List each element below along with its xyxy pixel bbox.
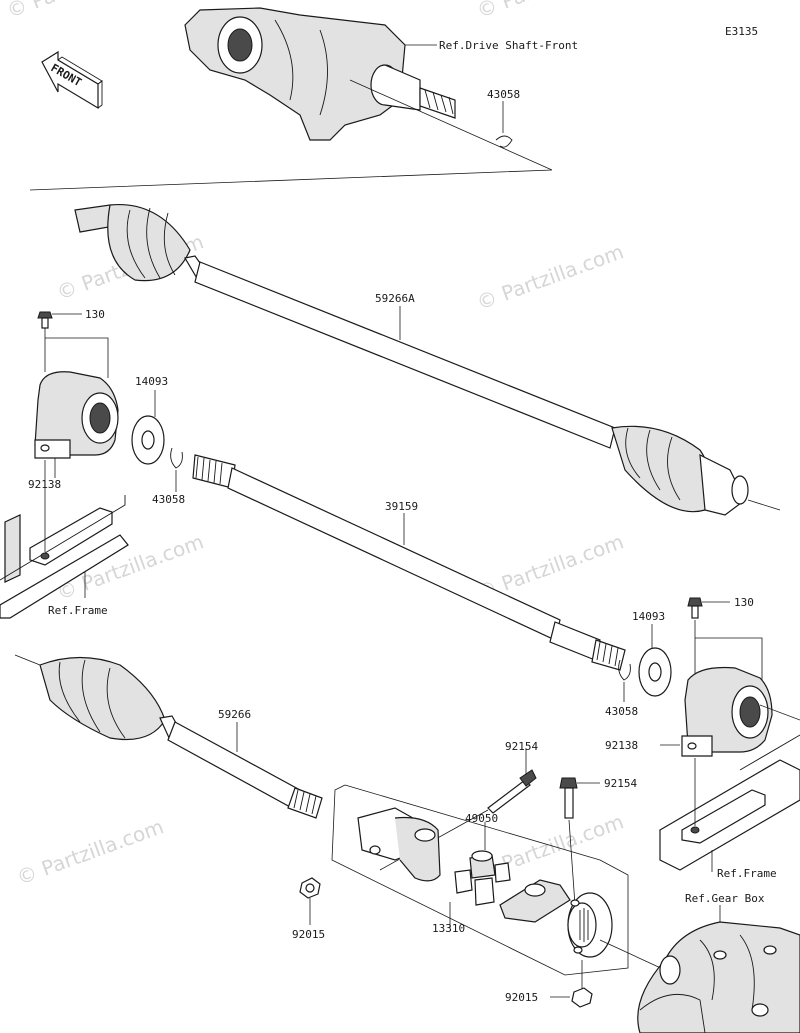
- part-number-43058-right: 43058: [605, 705, 638, 718]
- gear-box: [637, 921, 800, 1033]
- part-number-14093-right: 14093: [632, 610, 665, 623]
- part-number-92154-b: 92154: [604, 777, 637, 790]
- bearing-92138-left: [34, 371, 119, 459]
- bearing-92138-right: [681, 666, 773, 757]
- part-number-39159: 39159: [385, 500, 418, 513]
- guide-line: [44, 320, 109, 378]
- part-number-59266: 59266: [218, 708, 251, 721]
- snap-ring-left: [170, 447, 183, 469]
- guide-line: [14, 654, 41, 666]
- part-number-92138-left: 92138: [28, 478, 61, 491]
- part-number-130-left: 130: [85, 308, 105, 321]
- ref-gear-box-label: Ref.Gear Box: [685, 892, 765, 905]
- frame-left: [0, 460, 129, 619]
- front-arrow-icon: FRONT: [41, 50, 103, 110]
- ref-frame-left-label: Ref.Frame: [48, 604, 108, 617]
- assembly-outline: [331, 784, 629, 976]
- snap-ring-top: [495, 135, 513, 148]
- watermark: © Partzilla.com: [474, 239, 627, 314]
- yoke-13310: [357, 807, 441, 882]
- part-number-59266a: 59266A: [375, 292, 415, 305]
- front-drive-shaft-housing: [184, 7, 456, 141]
- nut-92015-a: [299, 877, 321, 899]
- watermark: © Partzilla.com: [474, 0, 627, 23]
- bolt-130-right: [687, 597, 703, 619]
- shaft-39159: [192, 454, 626, 671]
- flange-yoke: [499, 879, 613, 958]
- guide-line: [759, 704, 800, 721]
- part-number-13310: 13310: [432, 922, 465, 935]
- part-number-43058-left: 43058: [152, 493, 185, 506]
- part-number-92138-right: 92138: [605, 739, 638, 752]
- watermark: © Partzilla.com: [4, 0, 157, 23]
- snap-ring-right: [618, 659, 631, 681]
- part-number-49050: 49050: [465, 812, 498, 825]
- part-number-130-right: 130: [734, 596, 754, 609]
- shaft-59266: [39, 656, 323, 819]
- bolt-92154-b: [559, 777, 578, 819]
- part-number-92015-b: 92015: [505, 991, 538, 1004]
- nut-92015-b: [571, 987, 593, 1008]
- part-number-14093-left: 14093: [135, 375, 168, 388]
- ref-frame-right-label: Ref.Frame: [717, 867, 777, 880]
- part-number-92015-a: 92015: [292, 928, 325, 941]
- bolt-130-left: [37, 311, 53, 329]
- cross-joint-49050: [454, 850, 511, 906]
- washer-14093-left: [131, 415, 165, 465]
- frame-right: [659, 734, 800, 872]
- guide-line: [29, 79, 553, 191]
- diagram-code: E3135: [725, 25, 758, 38]
- ref-drive-shaft-front-label: Ref.Drive Shaft-Front: [439, 39, 578, 52]
- washer-14093-right: [638, 647, 672, 697]
- shaft-59266a: [74, 203, 781, 516]
- guide-line: [599, 939, 666, 971]
- part-number-43058-top: 43058: [487, 88, 520, 101]
- bolt-92154-a: [487, 769, 537, 814]
- watermark: © Partzilla.com: [14, 814, 167, 889]
- guide-line: [568, 819, 576, 906]
- part-number-92154-a: 92154: [505, 740, 538, 753]
